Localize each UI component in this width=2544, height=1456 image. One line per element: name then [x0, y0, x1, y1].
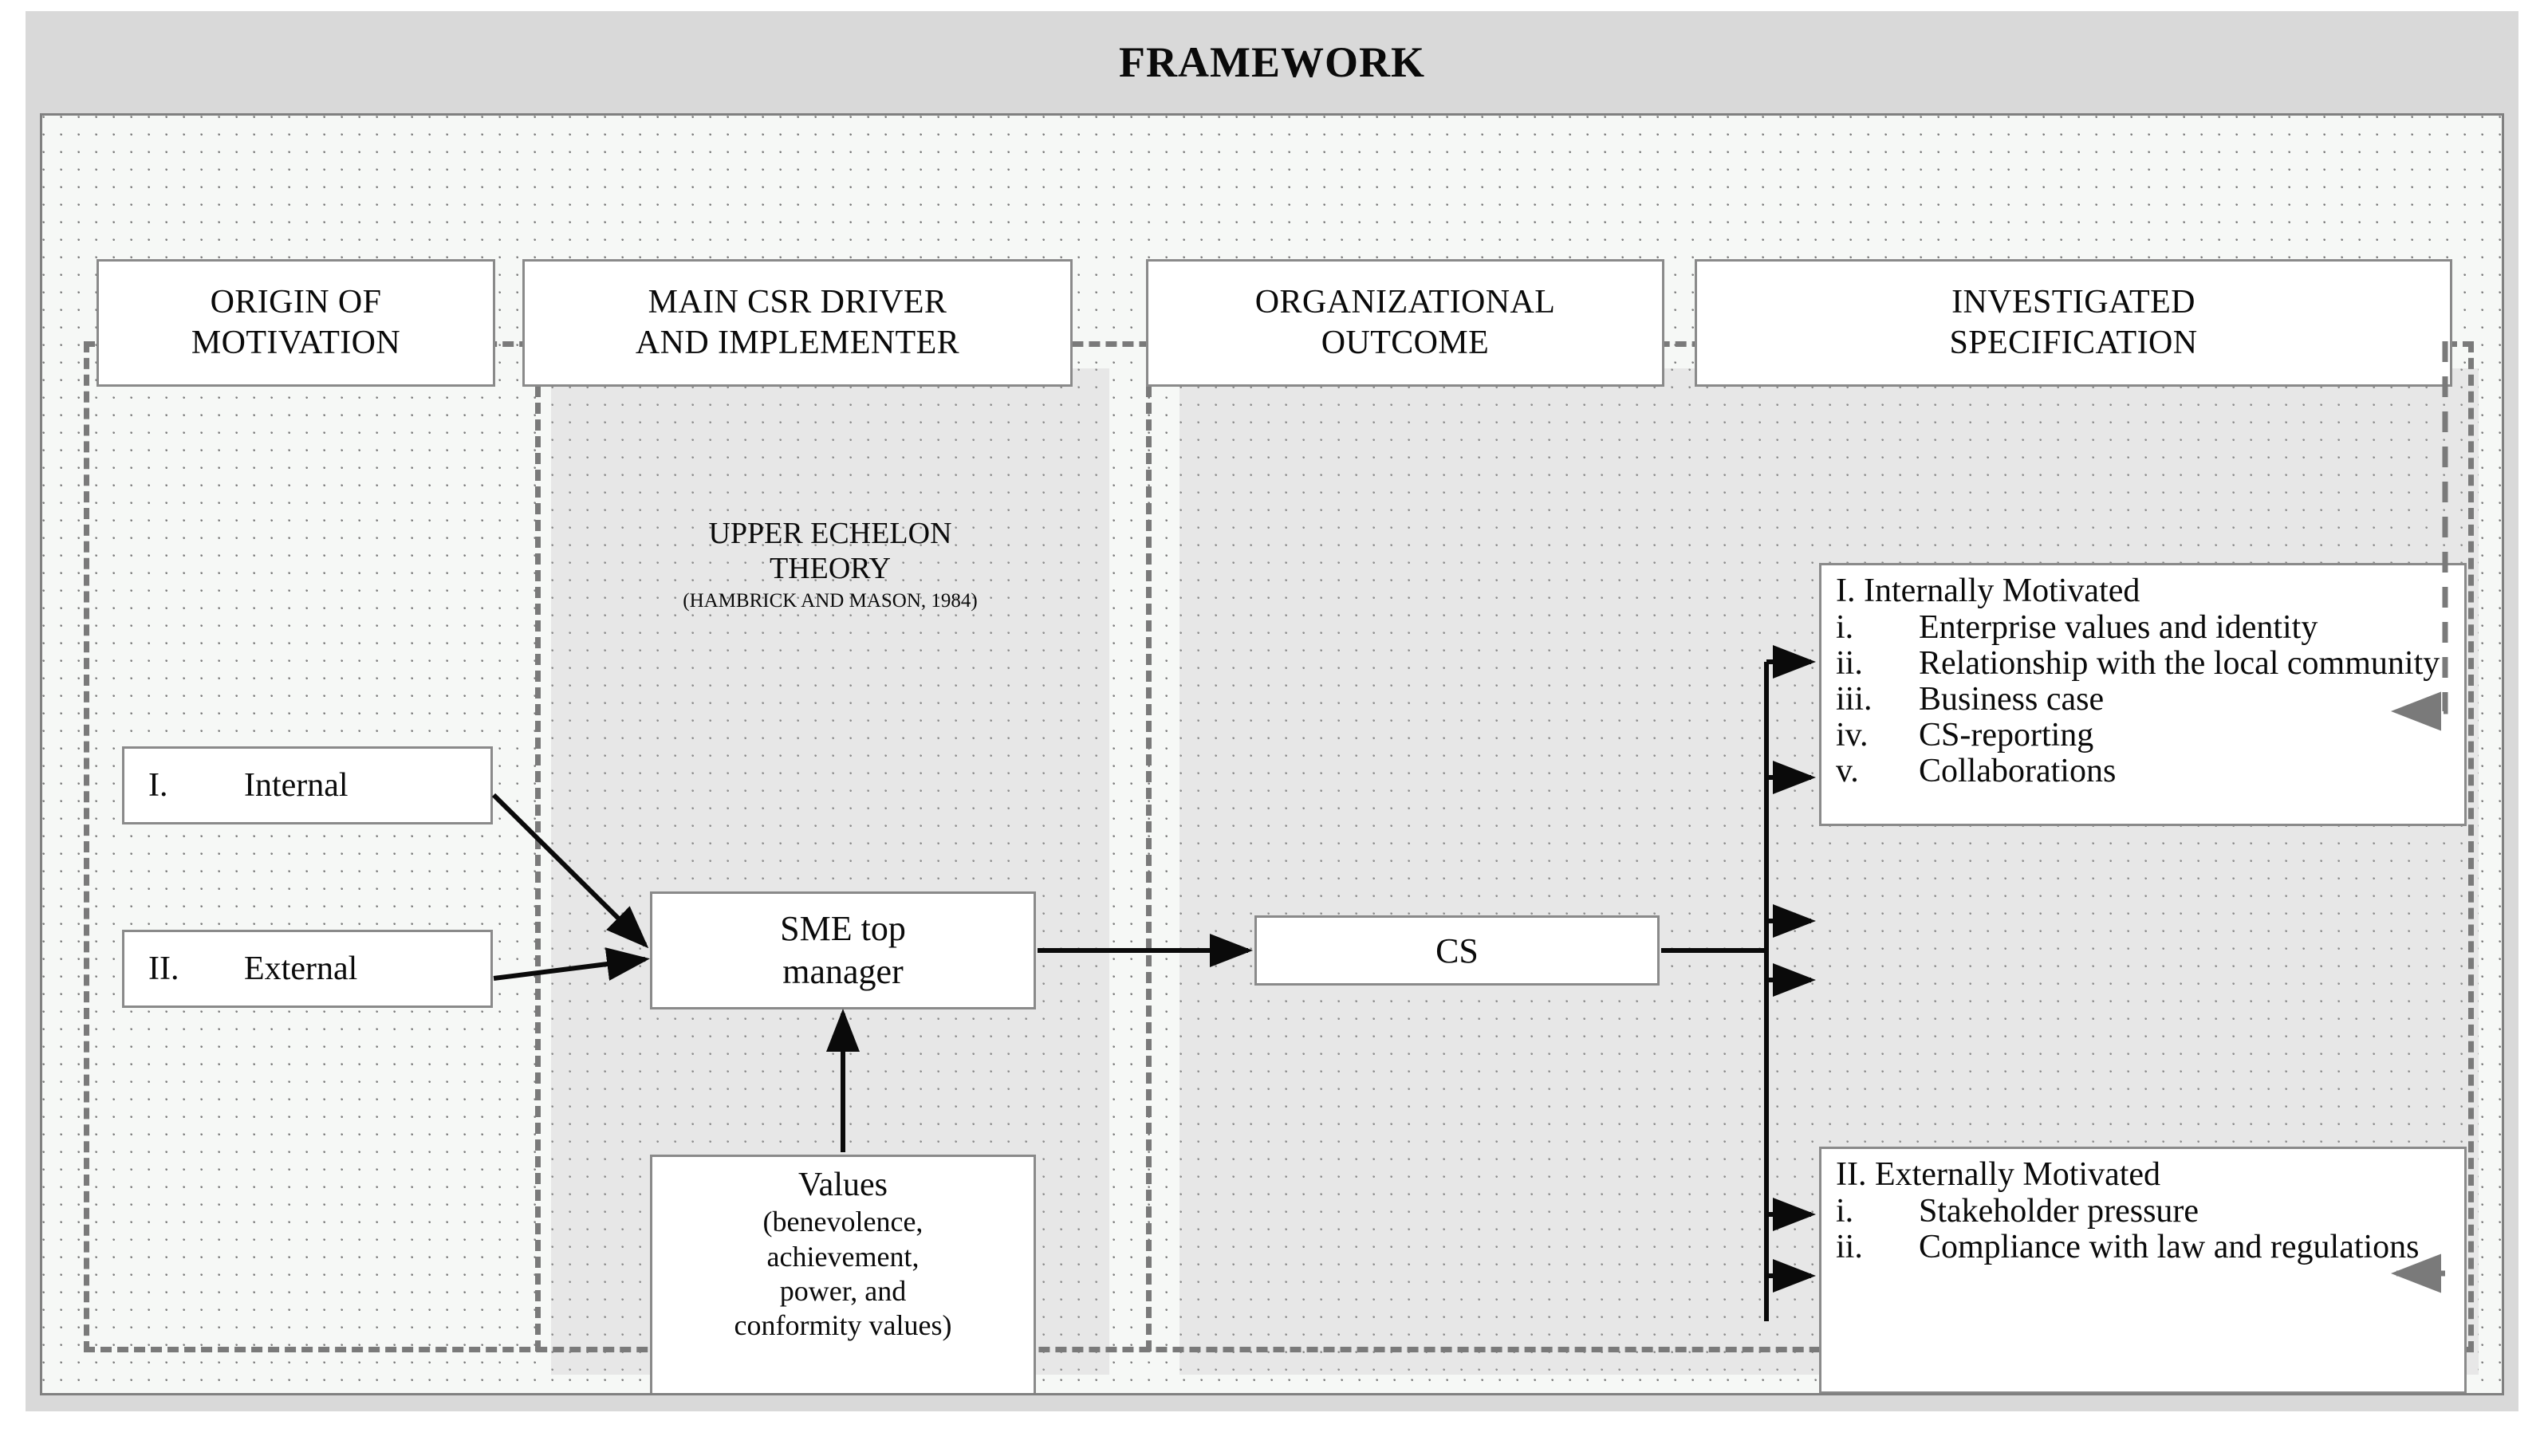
list-item: ii. Relationship with the local communit…: [1821, 644, 2464, 682]
column-header-spec-line1: INVESTIGATED: [1951, 283, 2195, 321]
node-origin-internal-numeral: I.: [148, 767, 168, 804]
column-header-spec-line2: SPECIFICATION: [1949, 325, 2198, 361]
internal-item-2-numeral: ii.: [1836, 644, 1863, 682]
upper-echelon-theory-caption: UPPER ECHELON THEORY (HAMBRICK AND MASON…: [569, 516, 1092, 612]
column-header-outcome-line2: OUTCOME: [1321, 325, 1490, 361]
external-item-2-numeral: ii.: [1836, 1228, 1863, 1265]
list-item: ii. Compliance with law and regulations: [1821, 1228, 2464, 1265]
node-origin-internal-label: Internal: [244, 767, 349, 804]
node-values-title: Values: [798, 1167, 888, 1203]
internal-item-5-text: Collaborations: [1919, 752, 2117, 789]
node-cs[interactable]: CS: [1254, 915, 1660, 986]
page-title: FRAMEWORK: [1119, 38, 1425, 86]
column-header-main-csr-driver: MAIN CSR DRIVER AND IMPLEMENTER: [522, 259, 1073, 387]
column-header-origin-line1: ORIGIN OF: [210, 283, 382, 321]
internal-item-3-numeral: iii.: [1836, 680, 1873, 718]
column-header-origin-of-motivation: ORIGIN OF MOTIVATION: [96, 259, 495, 387]
node-externally-motivated[interactable]: II. Externally Motivated i. Stakeholder …: [1819, 1147, 2467, 1393]
column-header-outcome-line1: ORGANIZATIONAL: [1254, 283, 1556, 321]
node-sme-top-manager[interactable]: SME top manager: [650, 891, 1036, 1009]
column-header-driver-line1: MAIN CSR DRIVER: [648, 283, 947, 321]
diagram-canvas: ORIGIN OF MOTIVATION MAIN CSR DRIVER AND…: [40, 113, 2504, 1395]
internally-motivated-heading: I. Internally Motivated: [1836, 573, 2140, 609]
list-item: i. Enterprise values and identity: [1821, 610, 2464, 646]
figure-title-bar: FRAMEWORK: [26, 11, 2518, 113]
external-item-1-numeral: i.: [1836, 1193, 1854, 1230]
internal-item-1-numeral: i.: [1836, 609, 1854, 646]
node-values-line4: conformity values): [734, 1308, 952, 1341]
arrow-external-to-sme: [493, 947, 650, 981]
node-sme-line1: SME top: [780, 909, 906, 949]
theory-line1: UPPER ECHELON: [708, 517, 952, 550]
list-item: v. Collaborations: [1821, 752, 2464, 789]
list-item: iv. CS-reporting: [1821, 716, 2464, 754]
externally-motivated-heading: II. Externally Motivated: [1836, 1156, 2161, 1193]
column-header-investigated-specification: INVESTIGATED SPECIFICATION: [1695, 259, 2452, 387]
internal-item-2-text: Relationship with the local community: [1919, 644, 2440, 682]
panel-driver-background: [551, 368, 1109, 1375]
node-values[interactable]: Values (benevolence, achievement, power,…: [650, 1155, 1036, 1393]
column-header-origin-line2: MOTIVATION: [191, 325, 401, 361]
node-cs-label: CS: [1435, 931, 1479, 970]
external-item-1-text: Stakeholder pressure: [1919, 1193, 2199, 1230]
arrow-internal-to-sme: [491, 793, 649, 949]
theory-line2: THEORY: [770, 552, 891, 586]
node-values-line3: power, and: [779, 1274, 907, 1307]
internal-item-1-text: Enterprise values and identity: [1919, 609, 2318, 646]
list-item: i. Stakeholder pressure: [1821, 1194, 2464, 1230]
node-origin-external-label: External: [244, 950, 358, 987]
node-internally-motivated[interactable]: I. Internally Motivated i. Enterprise va…: [1819, 563, 2467, 826]
node-values-line1: (benevolence,: [762, 1206, 923, 1238]
feedback-arrow-to-internally-motivated: [2391, 341, 2448, 731]
theory-citation: (HAMBRICK AND MASON, 1984): [683, 590, 978, 612]
node-origin-external[interactable]: II. External: [122, 930, 493, 1008]
column-divider-1: [535, 369, 541, 1352]
node-origin-internal[interactable]: I. Internal: [122, 746, 493, 824]
node-values-line2: achievement,: [766, 1240, 920, 1273]
internal-item-5-numeral: v.: [1836, 752, 1859, 789]
internal-item-4-numeral: iv.: [1836, 716, 1869, 754]
internal-item-4-text: CS-reporting: [1919, 716, 2094, 754]
node-sme-line2: manager: [782, 952, 904, 991]
node-origin-external-numeral: II.: [148, 950, 179, 987]
column-header-driver-line2: AND IMPLEMENTER: [635, 325, 960, 361]
external-item-2-text: Compliance with law and regulations: [1919, 1228, 2420, 1265]
framework-figure: FRAMEWORK ORIGIN OF MOTIVATION MAIN CSR …: [26, 11, 2518, 1411]
internal-item-3-text: Business case: [1919, 680, 2105, 718]
connector-layer: [491, 341, 2448, 1321]
column-divider-2: [1146, 369, 1152, 1352]
column-header-organizational-outcome: ORGANIZATIONAL OUTCOME: [1146, 259, 1664, 387]
list-item: iii. Business case: [1821, 680, 2464, 718]
